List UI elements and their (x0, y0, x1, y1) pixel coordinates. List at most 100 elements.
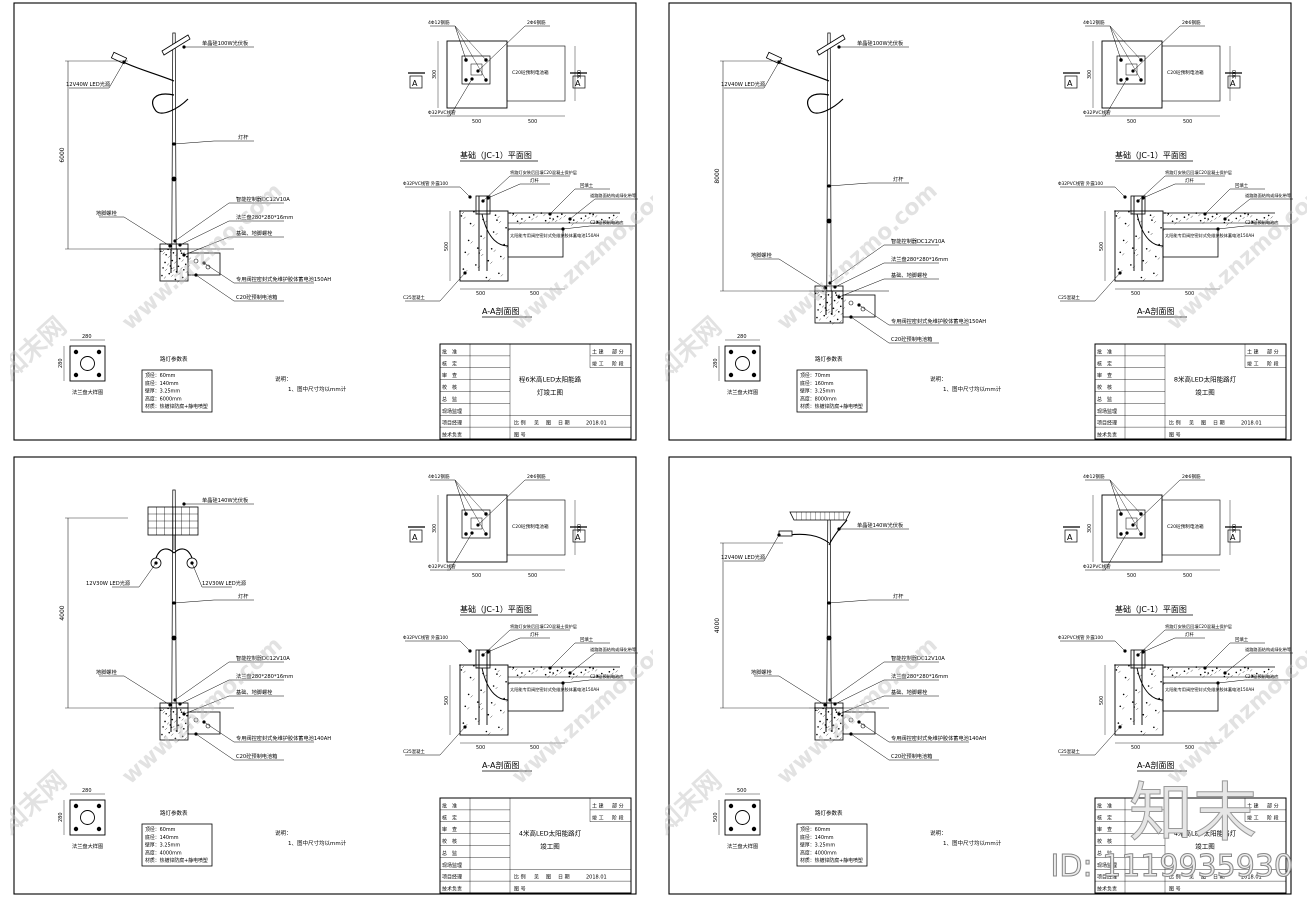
title-block-role: 项目经理 (1097, 420, 1117, 427)
concrete-dot (172, 711, 175, 713)
concrete-dot (460, 669, 463, 671)
concrete-mark (180, 267, 183, 270)
battery-box (187, 711, 221, 735)
concrete-mark (1242, 216, 1245, 220)
battery-box-leader-dot (194, 732, 198, 736)
section-dim-w2: 500 (530, 745, 539, 751)
concrete-dot (819, 303, 821, 306)
concrete-mark (467, 707, 470, 710)
section-pole-leader-dot (1141, 196, 1145, 200)
section-pole-leader-dot (1141, 650, 1145, 654)
concrete-dot (178, 716, 181, 719)
section-battery-label: 太阳能专用阀控密封式免维护胶体蓄电池150AH (1165, 686, 1254, 693)
plan-steel-leader (477, 479, 550, 526)
concrete-dot (1135, 689, 1137, 691)
title-block-role: 现场监理 (442, 862, 462, 869)
flange-leader-dot (178, 702, 182, 706)
params-row: 顶径：70mm (800, 372, 831, 379)
title-block-date: 2018.01 (586, 421, 607, 427)
title-block-drawing-no: 图 号 (1169, 433, 1181, 439)
concrete-dot (1153, 272, 1155, 275)
concrete-mark (555, 219, 558, 223)
battery-box-leader-dot (849, 315, 853, 319)
params-box (796, 369, 868, 413)
controller-leader-dot (828, 281, 832, 285)
title-block-col1: 土 建 (1247, 348, 1259, 355)
concrete-dot (1263, 217, 1266, 219)
concrete-dot (1267, 214, 1270, 217)
title-block-scale: 比 例 (514, 420, 526, 427)
concrete-dot (1151, 673, 1153, 675)
section-pole-stub (475, 195, 491, 215)
params-box (141, 369, 213, 413)
concrete-dot (162, 726, 164, 728)
concrete-dot (820, 295, 822, 298)
anchor-leader-dot (823, 286, 827, 290)
plan-inner (1116, 55, 1146, 85)
concrete-dot (532, 214, 535, 216)
concrete-mark (615, 216, 618, 219)
concrete-dot (589, 666, 591, 669)
section-title: A-A剖面图 (1137, 760, 1174, 770)
battery-box-leader (850, 733, 939, 761)
battery-box (842, 711, 876, 735)
controller-label: 智能控制器DC12V10A (236, 654, 290, 662)
concrete-mark (1118, 670, 1121, 674)
plan-steel-leader (1132, 479, 1205, 526)
concrete-dot (1263, 671, 1266, 673)
plan-title: 基础（JC-1）平面图 (1115, 150, 1187, 160)
concrete-dot (1117, 722, 1120, 724)
section-hatch (459, 210, 511, 281)
concrete-mark (519, 676, 522, 679)
concrete-mark (497, 670, 500, 673)
concrete-dot (179, 250, 182, 252)
concrete-dot (528, 670, 531, 672)
concrete-dot (561, 667, 563, 669)
concrete-dot (832, 307, 835, 310)
title-block-role: 现场监理 (1097, 408, 1117, 415)
led-lamp-head (778, 530, 793, 537)
pole-leader-dot (827, 601, 831, 605)
plan-steel-leader-dot (476, 523, 480, 527)
plan-battery-box (1161, 499, 1221, 556)
title-block-col2b: 阶 段 (612, 814, 624, 821)
section-pole-leader-dot (486, 196, 490, 200)
concrete-mark (1266, 218, 1269, 221)
title-block-drawing: 图 (546, 875, 551, 881)
flange-square (69, 345, 106, 382)
concrete-dot (1247, 667, 1249, 670)
title-block-role: 校 核 (442, 384, 457, 391)
concrete-dot (164, 720, 166, 723)
concrete-dot (475, 718, 477, 720)
concrete-dot (1149, 668, 1152, 670)
concrete-mark (1127, 678, 1130, 681)
lamp-arm (788, 533, 830, 544)
section-road-leader (1224, 198, 1293, 220)
decorative-curl (807, 93, 844, 114)
title-block-drawing-no: 图 号 (514, 433, 526, 439)
concrete-dot (544, 673, 547, 676)
section-pole-label: 灯杆 (1185, 177, 1194, 184)
concrete-dot (1176, 672, 1178, 674)
section-stone-label: C20砼预制电池底 (1245, 219, 1278, 226)
params-row: 高度：6000mm (145, 395, 182, 402)
solar-panel-grid (147, 506, 199, 536)
concrete-mark (821, 722, 825, 725)
road-hatch (1164, 212, 1273, 226)
plan-rebar-label: 4Φ12钢筋 (1083, 473, 1105, 480)
plan-steel-leader-dot (476, 69, 480, 73)
concrete-mark (166, 722, 170, 725)
concrete-mark (611, 218, 614, 221)
section-battery-label: 太阳能专用阀控密封式免维护胶体蓄电池150AH (510, 686, 599, 693)
concrete-mark (1202, 675, 1205, 678)
pole-joint (826, 635, 832, 641)
panel-label: 单晶硅100W光伏板 (202, 39, 249, 47)
section-mark-left-box (409, 529, 423, 543)
concrete-mark (1174, 222, 1177, 225)
plan-box-label: C20砼预制电池箱 (1167, 69, 1204, 76)
section-mark-right-box (572, 529, 586, 543)
concrete-mark (1157, 711, 1160, 714)
concrete-dot (1251, 675, 1254, 677)
concrete-dot (1167, 666, 1170, 669)
params-row: 壁厚：3.25mm (145, 388, 180, 395)
